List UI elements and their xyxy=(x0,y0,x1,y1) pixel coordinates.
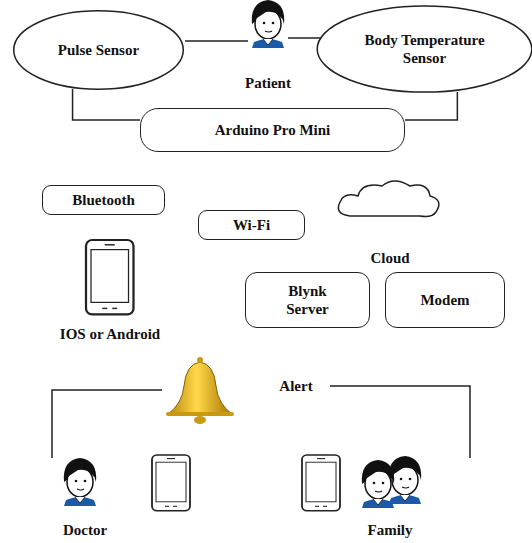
module-box: Wi-Fi xyxy=(198,210,305,240)
doctor-label: Doctor xyxy=(61,522,109,539)
modem-box: Modem xyxy=(385,272,505,328)
node-text: Body Temperature Sensor xyxy=(355,31,495,67)
text-group: Bluetooth xyxy=(72,191,135,209)
connector-line xyxy=(405,92,457,120)
text-group: Wi-Fi xyxy=(233,216,270,234)
node-text: Blynk Server xyxy=(278,282,338,318)
connector xyxy=(405,92,457,120)
sensor-ellipse: Pulse Sensor xyxy=(12,10,185,90)
cloud-label: Cloud xyxy=(368,250,411,267)
family-label: Family xyxy=(366,522,415,539)
sensor-ellipse: Body Temperature Sensor xyxy=(315,5,532,93)
device-label: IOS or Android xyxy=(58,326,162,343)
microcontroller-box: Arduino Pro Mini xyxy=(140,108,405,152)
patient-label: Patient xyxy=(243,75,293,92)
text-group: Arduino Pro Mini xyxy=(215,121,331,139)
server-box: Blynk Server xyxy=(245,272,370,328)
text-group: Blynk Server xyxy=(278,282,338,318)
node-text: Modem xyxy=(420,291,469,309)
node-text: Wi-Fi xyxy=(233,216,270,234)
text-group: Body Temperature Sensor xyxy=(355,31,495,67)
node-text: Bluetooth xyxy=(72,191,135,209)
alert-label: Alert xyxy=(277,378,314,395)
node-text: Pulse Sensor xyxy=(58,41,139,59)
node-text: Arduino Pro Mini xyxy=(215,121,331,139)
ellipse-outline xyxy=(315,5,532,93)
connector xyxy=(73,89,140,120)
connector-line xyxy=(73,89,140,120)
text-group: Modem xyxy=(420,291,469,309)
text-group: Pulse Sensor xyxy=(58,41,139,59)
module-box: Bluetooth xyxy=(42,185,165,215)
